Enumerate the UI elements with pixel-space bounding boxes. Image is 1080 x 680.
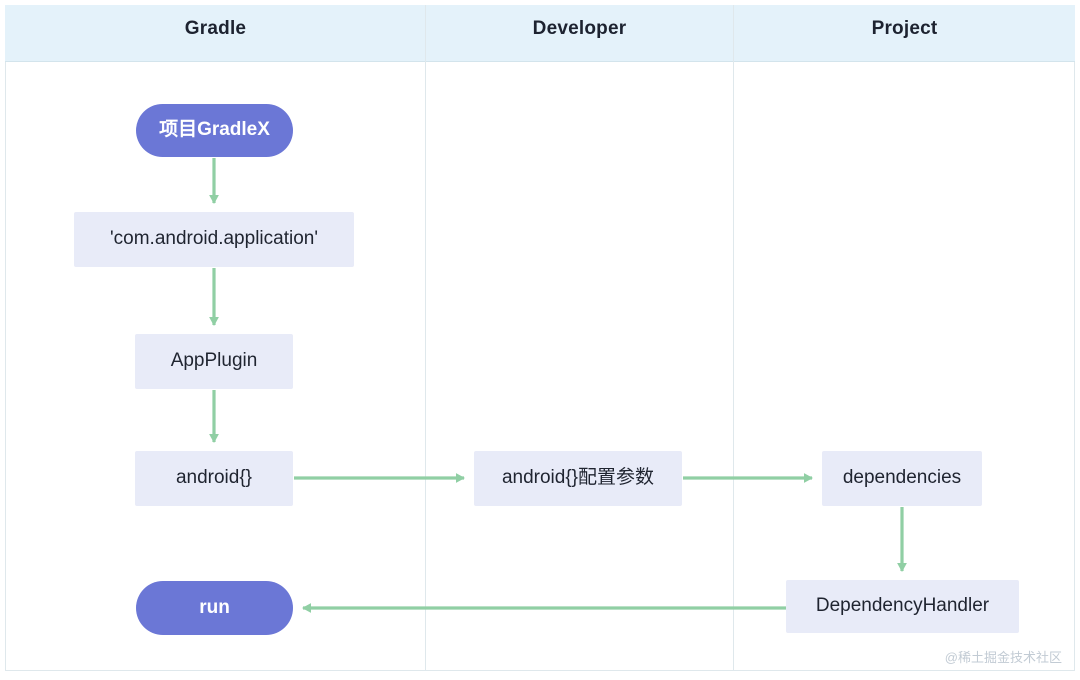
lane-divider-gradle-developer	[425, 5, 426, 671]
watermark: @稀土掘金技术社区	[944, 650, 1062, 665]
node-plugin-id[interactable]: 'com.android.application'	[74, 212, 354, 267]
node-run[interactable]: run	[136, 581, 293, 635]
node-android-params[interactable]: android{}配置参数	[474, 451, 682, 506]
lane-divider-developer-project	[733, 5, 734, 671]
node-dependency-handler[interactable]: DependencyHandler	[786, 580, 1019, 633]
node-android-block[interactable]: android{}	[135, 451, 293, 506]
node-app-plugin[interactable]: AppPlugin	[135, 334, 293, 389]
node-dependencies[interactable]: dependencies	[822, 451, 982, 506]
lane-header-project: Project	[871, 17, 938, 39]
swimlane-header-row	[5, 5, 1075, 62]
lane-header-developer: Developer	[532, 17, 627, 39]
node-project-gradle-x[interactable]: 项目GradleX	[136, 104, 293, 157]
lane-header-gradle: Gradle	[184, 17, 247, 39]
